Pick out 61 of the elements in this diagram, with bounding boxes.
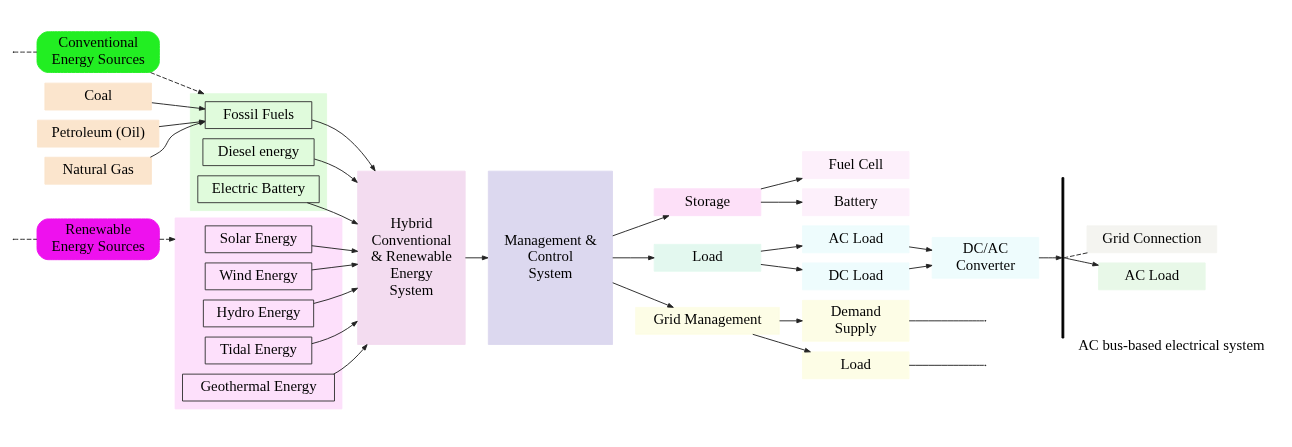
arrow bbox=[150, 71, 205, 94]
node-box: Diesel energy bbox=[202, 137, 315, 166]
node-box: Grid Connection bbox=[1086, 224, 1218, 253]
node-box: Battery bbox=[802, 187, 910, 216]
cluster bbox=[189, 92, 328, 211]
arrow bbox=[159, 236, 176, 242]
node-box: Fossil Fuels bbox=[204, 100, 313, 129]
arrow bbox=[313, 158, 358, 183]
node-box: Hybrid Conventional & Renewable Energy System bbox=[357, 170, 466, 345]
node-box: Grid Management bbox=[635, 306, 780, 335]
cluster bbox=[174, 217, 343, 409]
arrow bbox=[311, 244, 359, 253]
arrow bbox=[306, 201, 359, 224]
node-box: Coal bbox=[44, 82, 152, 110]
node-box: Wind Energy bbox=[204, 261, 313, 290]
arrow bbox=[333, 343, 368, 375]
connector bbox=[908, 319, 985, 321]
node-box: Natural Gas bbox=[44, 156, 152, 185]
arrow bbox=[908, 263, 933, 269]
node-box: Electric Battery bbox=[197, 174, 320, 203]
arrow bbox=[464, 254, 489, 260]
arrow bbox=[151, 101, 206, 111]
arrow bbox=[779, 317, 803, 323]
node-box: DC Load bbox=[802, 261, 910, 290]
connector bbox=[1063, 251, 1088, 258]
node-box: Storage bbox=[653, 187, 762, 216]
node-box: Solar Energy bbox=[204, 224, 313, 253]
node-box: Hydro Energy bbox=[202, 299, 315, 327]
connector bbox=[13, 238, 38, 240]
node-box: AC Load bbox=[1098, 261, 1206, 290]
node-box: Conventional Energy Sources bbox=[36, 30, 160, 73]
node-bar bbox=[1061, 176, 1065, 338]
arrow bbox=[760, 263, 803, 271]
node-box: Tidal Energy bbox=[204, 336, 313, 364]
arrow bbox=[311, 119, 376, 171]
arrow bbox=[1063, 256, 1099, 266]
arrow bbox=[311, 262, 359, 270]
node-box: Demand Supply bbox=[802, 299, 910, 342]
node-box: AC Load bbox=[802, 224, 910, 253]
arrow bbox=[612, 214, 670, 236]
connector bbox=[13, 51, 38, 53]
arrow bbox=[313, 287, 359, 304]
arrow bbox=[311, 320, 358, 344]
node-box: Petroleum (Oil) bbox=[37, 119, 160, 148]
node-box: Fuel Cell bbox=[802, 150, 910, 179]
connector bbox=[908, 364, 985, 366]
node-box: Geothermal Energy bbox=[182, 373, 335, 401]
arrow bbox=[760, 243, 803, 252]
arrow bbox=[1038, 254, 1063, 260]
node-label: AC bus-based electrical system bbox=[1078, 336, 1265, 353]
arrow bbox=[612, 281, 674, 308]
node-box: Load bbox=[802, 350, 910, 379]
arrow bbox=[612, 254, 655, 260]
node-box: DC/AC Converter bbox=[931, 236, 1040, 279]
arrow bbox=[760, 176, 803, 189]
node-box: Management & Control System bbox=[487, 170, 613, 345]
arrow bbox=[760, 199, 803, 205]
arrow bbox=[908, 245, 933, 252]
node-box: Load bbox=[653, 243, 762, 272]
arrow bbox=[752, 333, 811, 353]
node-box: Renewable Energy Sources bbox=[36, 217, 160, 260]
